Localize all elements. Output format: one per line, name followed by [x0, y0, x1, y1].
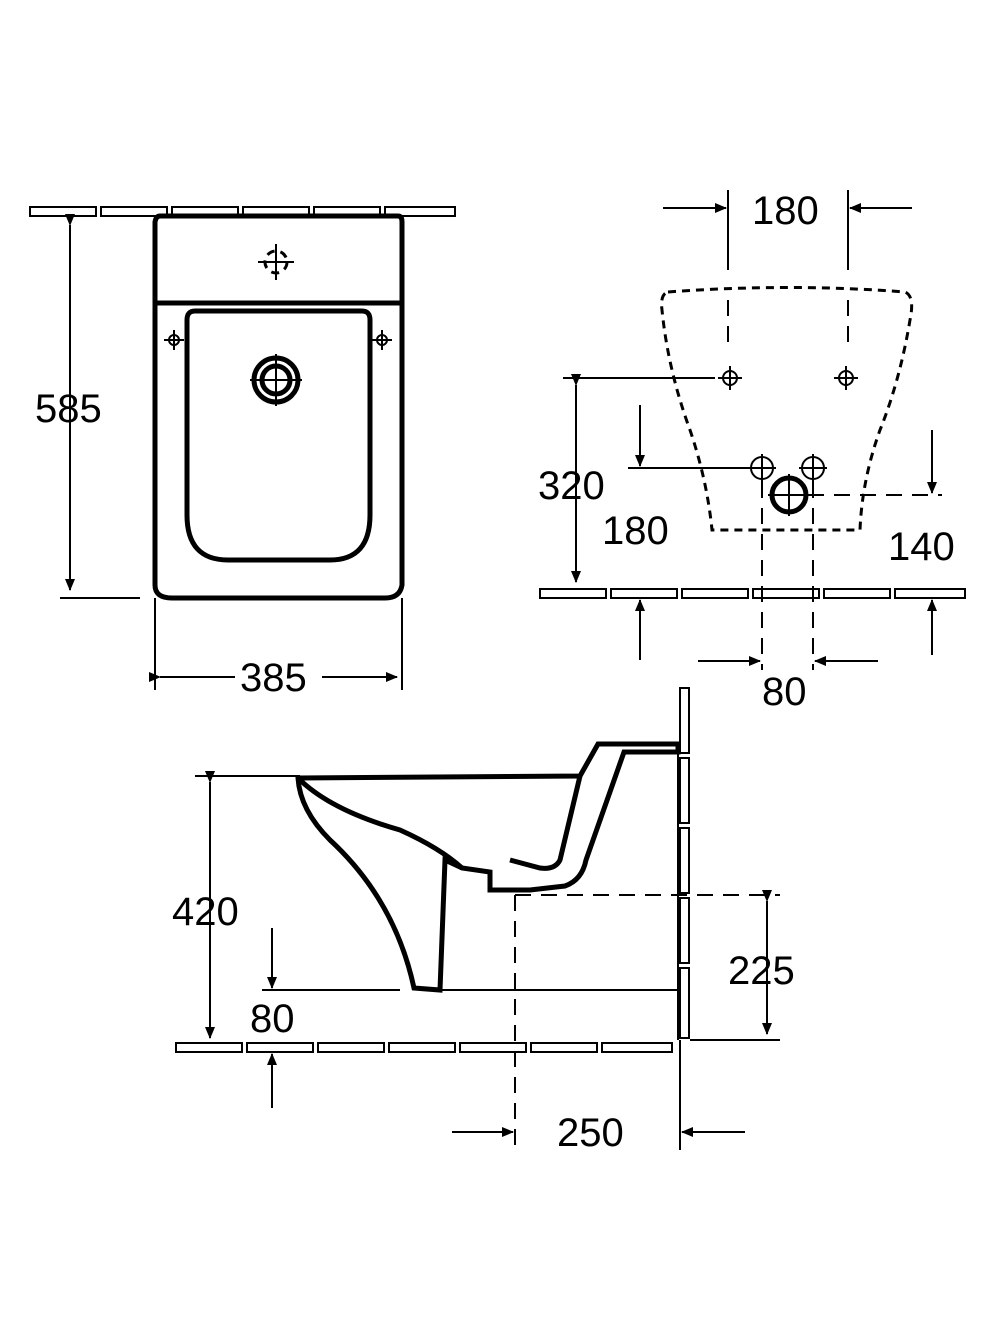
height-dimension-label: 585	[35, 387, 102, 431]
floor-tiles-side	[175, 1042, 673, 1053]
bidet-profile	[295, 741, 681, 993]
bowl-back-curve	[509, 775, 583, 871]
bolt-height-label: 320	[538, 464, 605, 508]
fixing-hole-left	[164, 330, 184, 350]
waste-height-label: 140	[888, 525, 955, 569]
pipe-height-label: 180	[602, 509, 669, 553]
bolt-hole-right	[834, 366, 858, 390]
side-waste-height-label: 225	[728, 949, 795, 993]
mounting-outline	[660, 286, 914, 532]
top-view: 585 385	[29, 206, 456, 700]
bolt-hole-left	[718, 366, 742, 390]
waste-hole	[768, 474, 810, 516]
bowl-outline-top	[184, 308, 373, 563]
supply-hole-right	[799, 454, 827, 482]
depth-label: 250	[557, 1111, 624, 1155]
width-dimension-label: 385	[240, 656, 307, 700]
wall-tiles-side	[679, 687, 690, 1039]
rim-height-label: 420	[172, 890, 239, 934]
side-view: 420 80 225 250	[172, 687, 795, 1155]
mounting-view: 180 320	[538, 189, 966, 714]
bidet-outline-top	[152, 213, 405, 601]
tap-hole	[258, 244, 294, 280]
pipe-spacing-label: 80	[762, 670, 807, 714]
fixing-hole-right	[372, 330, 392, 350]
bottom-clearance-label: 80	[250, 997, 295, 1041]
bolt-spacing-label: 180	[752, 189, 819, 233]
supply-hole-left	[748, 454, 776, 482]
floor-tiles-mounting	[539, 588, 966, 599]
bowl-drain	[250, 354, 302, 406]
bowl-inner-curve	[296, 776, 464, 870]
